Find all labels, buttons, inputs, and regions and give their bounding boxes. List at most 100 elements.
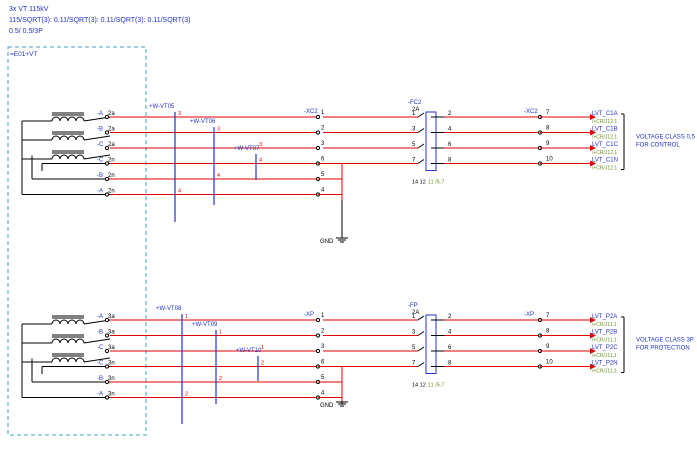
coil-turn: [67, 357, 77, 363]
fuse-in-number: 1: [412, 111, 416, 117]
terminal-number: 3: [321, 344, 325, 350]
cable-core-label: 3: [217, 127, 220, 133]
terminal-number: 5: [321, 172, 325, 178]
cable-label: +W-VT10: [236, 348, 262, 354]
phase-label: -A: [97, 314, 103, 320]
output-signal-label: LVT_C1C: [592, 142, 619, 148]
phase-label: -C: [97, 345, 104, 351]
coil-turn: [51, 319, 61, 325]
terminal-block-label: -XP: [304, 312, 314, 318]
cable-label: +W-VT07: [234, 146, 260, 152]
winding-terminal-label: 3n: [108, 361, 115, 367]
cable-core-label: 3: [178, 111, 181, 117]
cable-core-label: 1: [261, 345, 264, 351]
output-ref-label: /+CR/J12.1: [592, 119, 617, 125]
gnd-label: GND: [320, 403, 334, 409]
fuse-out-number: 4: [448, 127, 452, 133]
arrow-icon: [590, 129, 596, 136]
header-ratio: 115/SQRT(3): 0.11/SQRT(3): 0.11/SQRT(3):…: [9, 17, 191, 24]
winding-terminal-label: 2a: [108, 142, 115, 148]
output-signal-label: LVT_C1N: [592, 158, 618, 164]
output-ref-label: /+CR/J12.1: [592, 166, 617, 172]
output-ref-label: /+CR/J12.1: [592, 135, 617, 141]
output-ref-label: /+CR/J11.1: [592, 353, 617, 359]
winding-terminal-label: 2n: [108, 158, 115, 164]
transformer-coil-icon: [51, 135, 85, 141]
winding-terminal-label: 3n: [108, 376, 115, 382]
cable-label: +W-VT08: [156, 306, 182, 312]
phase-label: -A: [97, 392, 103, 398]
coil-turn: [75, 338, 85, 344]
device-box-label: =E01+VT: [10, 51, 37, 58]
coil-turn: [67, 135, 77, 141]
coil-lead: [83, 135, 111, 141]
arrow-icon: [590, 363, 596, 370]
terminal-number: 3: [321, 141, 325, 147]
fuse-switch: [417, 128, 425, 133]
fuse-rating: 2A: [412, 310, 419, 316]
terminal-number: 9: [546, 141, 550, 147]
fuse-switch: [417, 112, 425, 118]
section-note: FOR PROTECTION: [636, 346, 690, 352]
terminal-number: 6: [321, 157, 325, 163]
terminal-dot: [104, 145, 110, 151]
coil-turn: [75, 357, 85, 363]
coil-turn: [67, 116, 77, 122]
coil-turn: [59, 135, 69, 141]
transformer-coil-icon: [51, 357, 85, 363]
coil-turn: [59, 338, 69, 344]
terminal-dot: [104, 317, 110, 323]
terminal-dot: [315, 114, 321, 120]
terminal-dot: [104, 348, 110, 354]
winding-terminal-label: 3a: [108, 330, 115, 336]
arrow-icon: [590, 332, 596, 339]
arrow-icon: [590, 348, 596, 354]
section-note: VOLTAGE CLASS 0,5: [636, 135, 695, 141]
fuse-switch: [417, 346, 425, 352]
coil-turn: [59, 116, 69, 122]
phase-label: -C: [97, 158, 104, 164]
arrow-icon: [590, 114, 596, 120]
fuse-out-number: 2: [448, 314, 452, 320]
output-ref-label: /+CR/J11.1: [592, 369, 617, 375]
terminal-number: 6: [321, 360, 325, 366]
coil-turn: [67, 338, 77, 344]
terminal-block-label: -XP: [524, 312, 534, 318]
cable-core-label: 1: [219, 330, 222, 336]
output-ref-label: /+CR/J11.1: [592, 322, 617, 328]
fuse-out-number: 2: [448, 111, 452, 117]
output-ref-label: /+CR/J11.1: [592, 338, 617, 344]
coil-turn: [59, 319, 69, 325]
cable-core-label: 2: [219, 376, 222, 382]
fuse-out-number: 8: [448, 158, 452, 164]
winding-terminal-label: 3n: [108, 392, 115, 398]
winding-terminal-label: 2n: [108, 173, 115, 179]
cable-label: +W-VT09: [192, 322, 218, 328]
coil-turn: [67, 154, 77, 160]
phase-label: -C: [97, 142, 104, 148]
terminal-number: 5: [321, 375, 325, 381]
phase-label: -A: [97, 189, 103, 195]
coil-lead: [83, 338, 111, 344]
fuse-aux-contacts: 14 12: [412, 180, 426, 186]
output-ref-label: /+CR/J12.1: [592, 150, 617, 156]
terminal-dot: [104, 161, 110, 166]
cable-core-label: 2: [261, 361, 264, 367]
output-signal-label: LVT_C1B: [592, 127, 618, 133]
terminal-dot: [104, 192, 110, 197]
header-title: 3x VT 115kV: [9, 6, 49, 13]
terminal-number: 9: [546, 344, 550, 350]
winding-terminal-label: 2a: [108, 111, 115, 117]
fuse-switch: [417, 331, 425, 336]
terminal-dot: [104, 333, 110, 338]
terminal-dot: [104, 395, 110, 400]
cable-core-label: 4: [259, 158, 262, 164]
coil-turn: [75, 319, 85, 325]
coil-turn: [59, 357, 69, 363]
fuse-aux-ref: 11 /5.7: [428, 383, 444, 389]
fuse-in-number: 5: [412, 142, 416, 148]
coil-lead: [83, 154, 111, 160]
fuse-switch: [417, 143, 425, 149]
transformer-coil-icon: [51, 154, 85, 160]
